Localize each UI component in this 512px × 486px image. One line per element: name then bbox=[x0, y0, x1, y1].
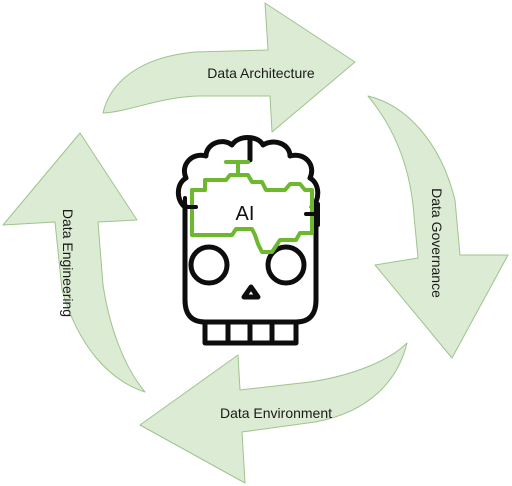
arrow-data-engineering: Data Engineering bbox=[2, 132, 146, 393]
arrow-data-governance: Data Governance bbox=[367, 95, 509, 359]
circuit-icon bbox=[183, 160, 320, 254]
brain-icon bbox=[175, 135, 321, 210]
label-data-architecture: Data Architecture bbox=[207, 65, 315, 81]
center-label-ai: AI bbox=[236, 203, 255, 225]
label-data-engineering: Data Engineering bbox=[60, 209, 76, 317]
arrow-data-architecture: Data Architecture bbox=[102, 2, 356, 133]
arrow-data-environment: Data Environment bbox=[139, 342, 408, 484]
skull-icon bbox=[182, 202, 319, 346]
label-data-environment: Data Environment bbox=[220, 405, 332, 421]
label-data-governance: Data Governance bbox=[429, 188, 445, 298]
